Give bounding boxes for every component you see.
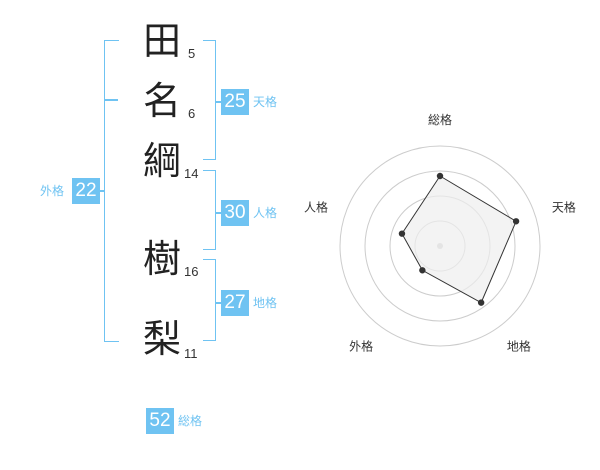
radar-value-polygon xyxy=(401,175,517,304)
jinkaku-bracket xyxy=(203,170,216,250)
tenkaku-bracket xyxy=(203,40,216,160)
gaikaku-bracket xyxy=(104,40,119,342)
radar-point-2 xyxy=(512,218,520,225)
radar-point-1 xyxy=(436,172,444,180)
soukaku-label: 総格 xyxy=(178,414,203,428)
gaikaku-connector xyxy=(98,190,105,192)
name-char-5: 梨 xyxy=(143,317,182,361)
radar-axis-label-2: 天格 xyxy=(552,200,576,215)
tenkaku-value: 25 xyxy=(221,89,249,115)
chikaku-label: 地格 xyxy=(253,296,278,310)
radar-grid-ring xyxy=(339,145,541,347)
stroke-count-3: 14 xyxy=(184,166,199,181)
chikaku-bracket xyxy=(203,259,216,341)
soukaku-value: 52 xyxy=(146,408,174,434)
jinkaku-connector xyxy=(215,212,221,214)
radar-grid-ring xyxy=(364,170,516,322)
name-char-3: 綱 xyxy=(143,139,182,183)
radar-axis-label-3: 地格 xyxy=(507,338,531,353)
radar-chart: 総格天格地格 外格 人格 xyxy=(300,100,590,370)
stroke-count-1: 5 xyxy=(188,46,196,61)
name-char-1: 田 xyxy=(143,19,182,63)
radar-point-3 xyxy=(477,299,485,306)
tenkaku-label: 天格 xyxy=(253,95,278,109)
jinkaku-label: 人格 xyxy=(253,206,278,220)
gaikaku-bracket-tick xyxy=(104,99,118,101)
radar-axis-label-4: 外格 xyxy=(349,338,373,353)
radar-axis-label-5: 人格 xyxy=(304,200,328,215)
gaikaku-label: 外格 xyxy=(40,184,65,198)
gaikaku-value: 22 xyxy=(72,178,100,204)
name-char-2: 名 xyxy=(143,79,182,123)
chikaku-value: 27 xyxy=(221,290,249,316)
jinkaku-value: 30 xyxy=(221,200,249,226)
tenkaku-connector xyxy=(215,101,221,103)
radar-point-5 xyxy=(398,230,406,237)
chikaku-connector xyxy=(215,302,221,304)
radar-axis-label-1: 総格 xyxy=(428,112,452,127)
stroke-count-4: 16 xyxy=(184,264,199,279)
name-char-4: 樹 xyxy=(143,237,182,281)
stroke-count-2: 6 xyxy=(188,106,196,121)
radar-point-4 xyxy=(419,267,426,274)
stroke-count-5: 11 xyxy=(184,346,198,361)
